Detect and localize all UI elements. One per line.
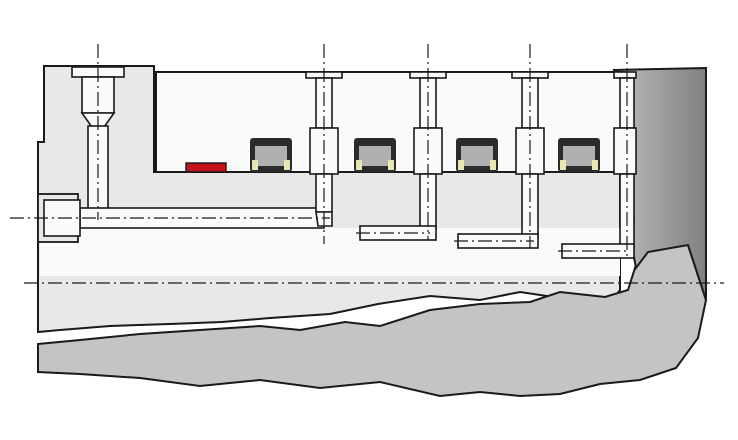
centerlines <box>10 44 724 284</box>
vertical-channel-4 <box>561 71 637 259</box>
seal-3 <box>456 138 498 172</box>
seal-4 <box>558 138 600 172</box>
seals <box>250 138 600 172</box>
seal-2 <box>354 138 396 172</box>
seal-1 <box>250 138 292 172</box>
highlighted-part <box>185 162 227 173</box>
